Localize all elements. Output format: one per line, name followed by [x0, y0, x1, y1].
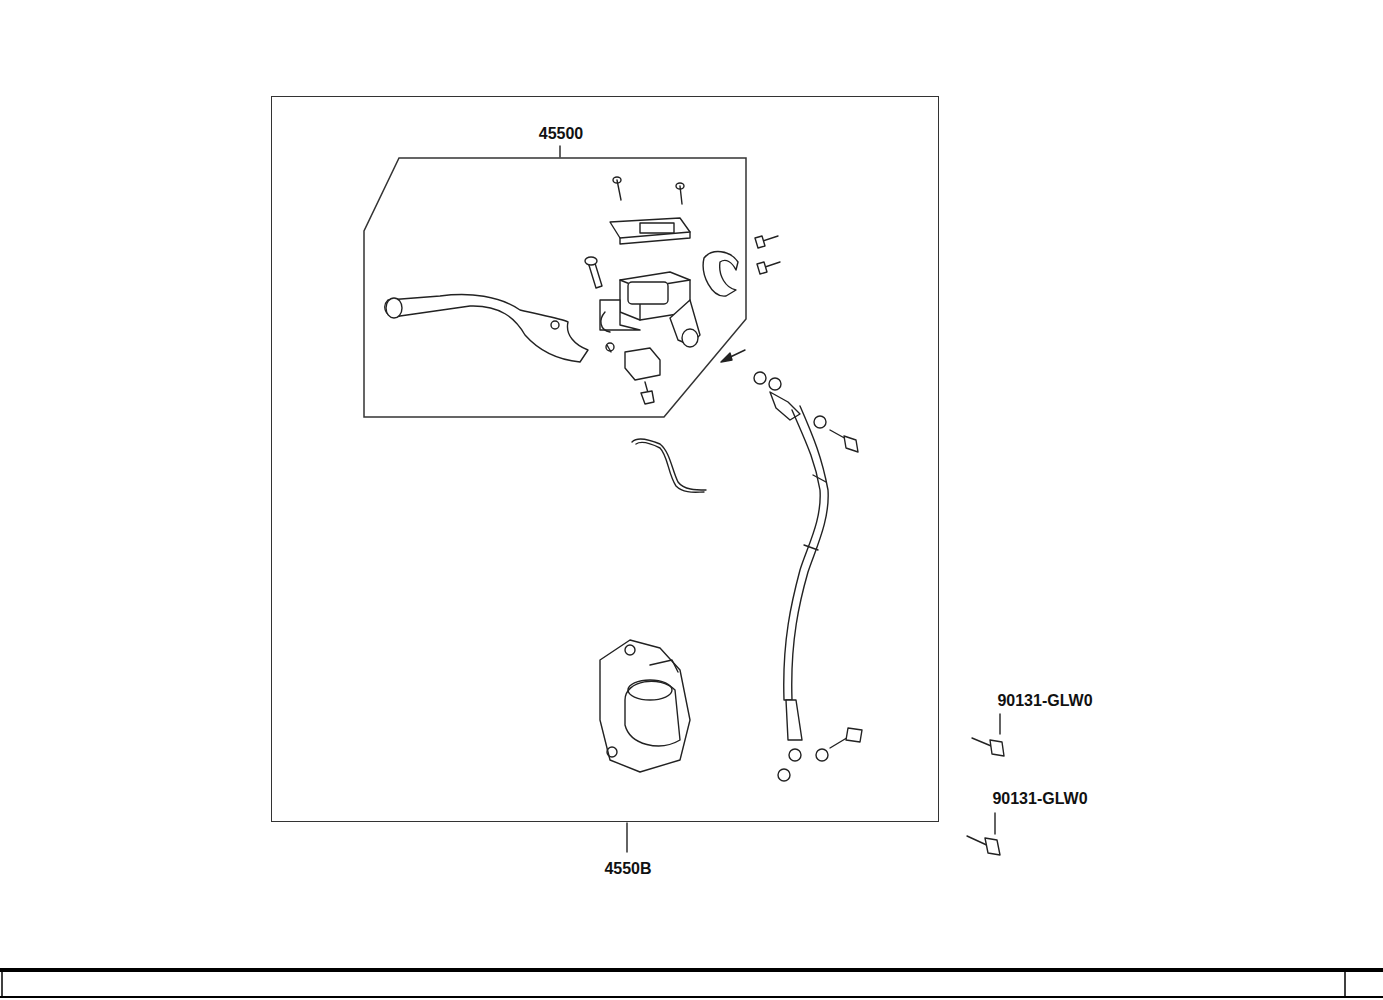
part-number: 90131-GLW0 — [992, 790, 1087, 808]
part-number: 4550B — [604, 860, 651, 878]
part-number: 45500 — [539, 125, 584, 143]
outline-path — [364, 158, 746, 417]
assembly-box: 4550B45500 — [271, 96, 939, 822]
subassembly-outline — [364, 158, 746, 417]
part-number: 90131-GLW0 — [997, 692, 1092, 710]
subassembly-box: 45500 — [364, 158, 746, 417]
